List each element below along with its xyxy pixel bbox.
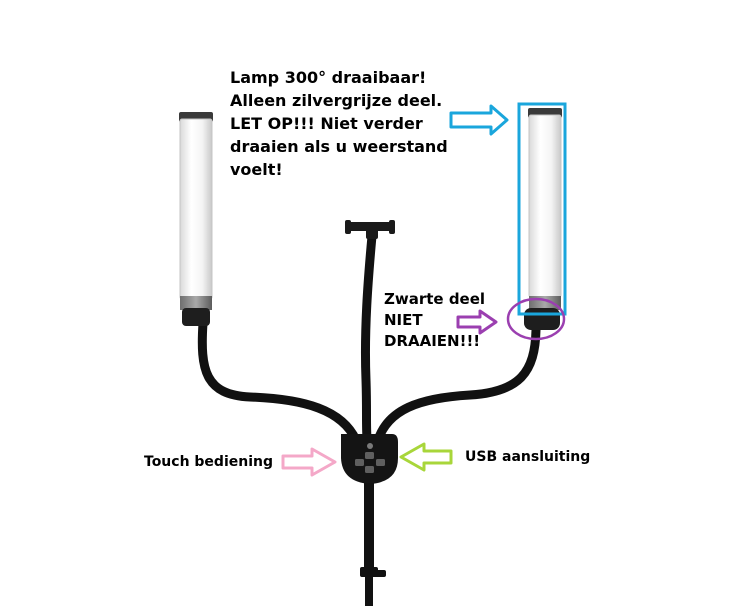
black-part-note-line: DRAAIEN!!! xyxy=(384,332,481,350)
black-part-highlight xyxy=(506,297,566,341)
touch-button-down-icon xyxy=(365,466,374,473)
arrow-right-icon xyxy=(456,309,498,335)
left-lamp xyxy=(179,112,213,326)
rotatable-part-highlight xyxy=(517,102,567,316)
touch-control-label: Touch bediening xyxy=(144,454,274,470)
right-lamp xyxy=(524,108,562,330)
arrow-right-icon xyxy=(281,447,337,477)
phone-holder-gooseneck xyxy=(360,231,377,443)
black-part-warning-note: Zwarte deel NIET DRAAIEN!!! xyxy=(384,289,485,352)
touch-button-left-icon xyxy=(355,459,364,466)
black-part-note-line: Zwarte deel xyxy=(384,290,486,308)
arrow-right-icon xyxy=(449,104,509,136)
rotate-note-line: voelt! xyxy=(230,160,283,179)
black-part-note-line: NIET xyxy=(384,311,423,329)
usb-port-label: USB aansluiting xyxy=(465,449,591,465)
power-touch-icon xyxy=(367,443,373,449)
touch-button-up-icon xyxy=(365,452,374,459)
left-gooseneck-arm xyxy=(197,318,361,445)
touch-control-hub xyxy=(341,434,398,484)
right-gooseneck-arm xyxy=(373,325,541,445)
arrow-left-icon xyxy=(399,442,453,472)
phone-holder xyxy=(345,220,395,239)
rotate-note-line: Alleen zilvergrijze deel. xyxy=(230,91,443,110)
rotate-note-line: draaien als u weerstand xyxy=(230,137,448,156)
touch-button-right-icon xyxy=(376,459,385,466)
rotate-note-line: LET OP!!! Niet verder xyxy=(230,114,423,133)
rotate-warning-note: Lamp 300° draaibaar! Alleen zilvergrijze… xyxy=(230,66,448,181)
stand-pole xyxy=(360,483,386,606)
rotate-note-line: Lamp 300° draaibaar! xyxy=(230,68,427,87)
